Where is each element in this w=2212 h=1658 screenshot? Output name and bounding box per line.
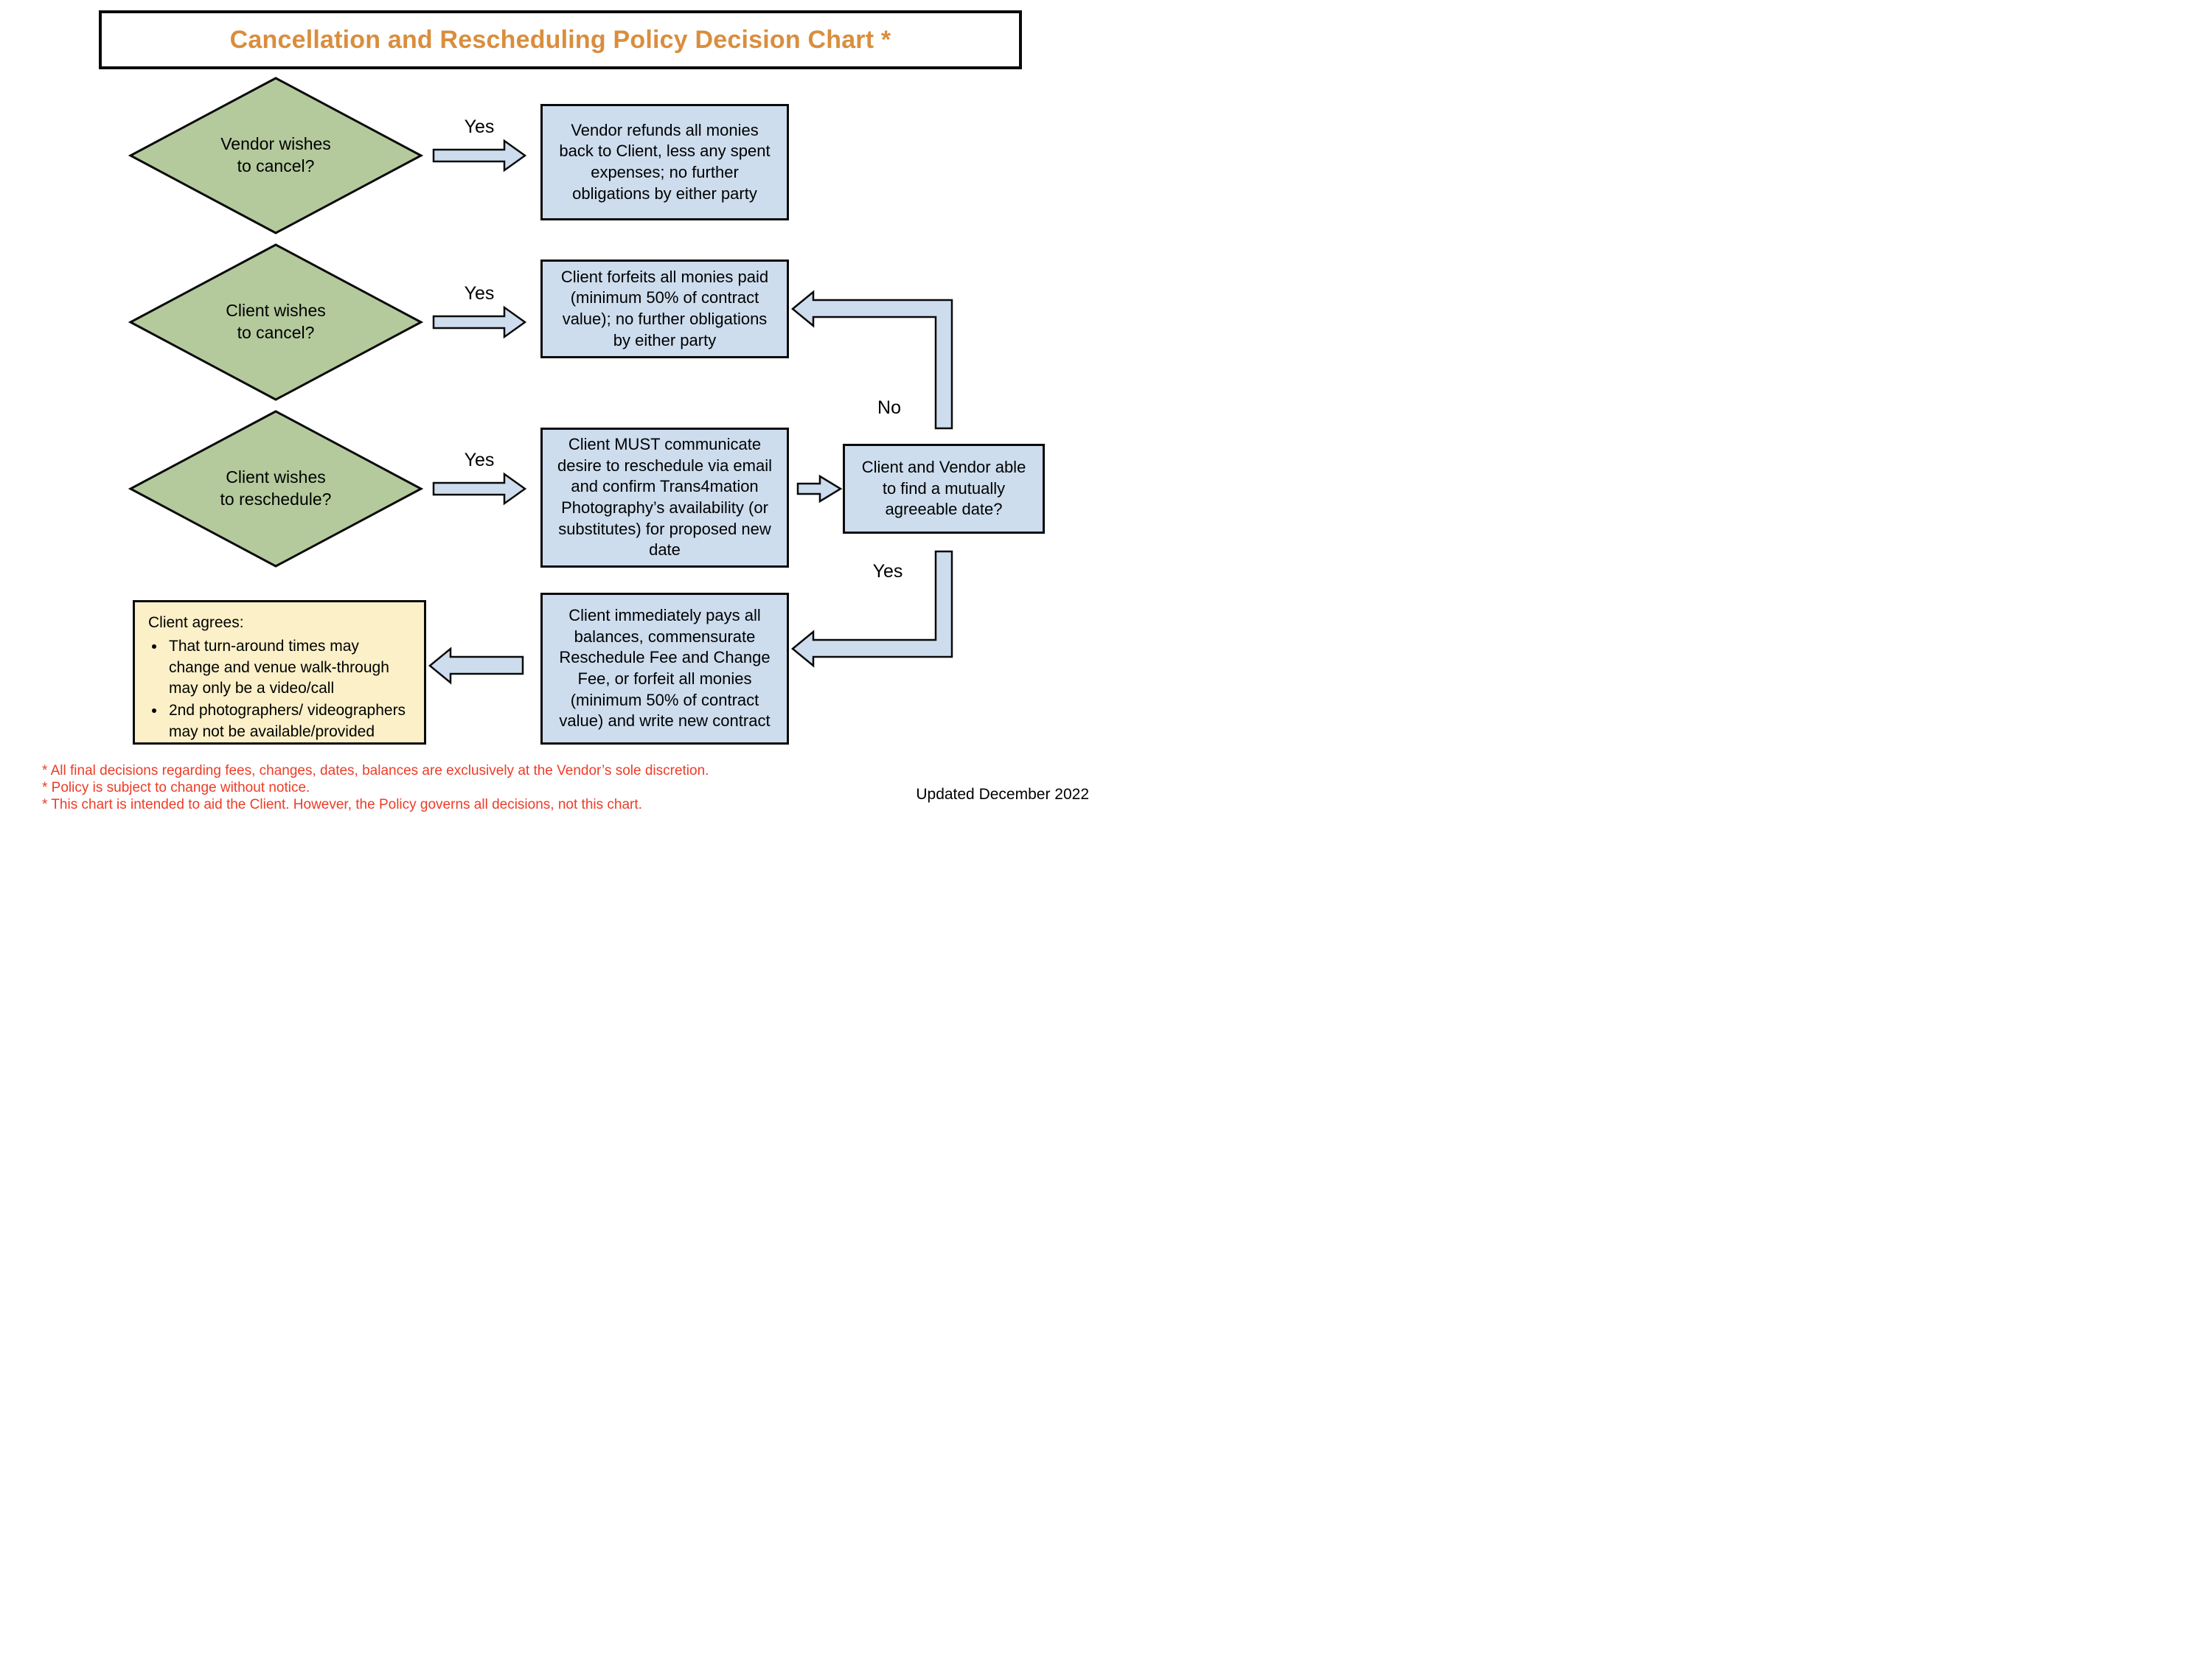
page-title: Cancellation and Rescheduling Policy Dec… [229,25,891,54]
decision-diamond-client-reschedule: Client wishes to reschedule? [128,410,423,568]
client-agrees-item: That turn-around times may change and ve… [166,636,412,699]
arrow-yes-row1 [432,139,527,173]
label-no-branch: No [877,397,901,418]
outcome-box-client-forfeits: Client forfeits all monies paid (minimum… [540,260,789,358]
footnotes: * All final decisions regarding fees, ch… [42,762,709,813]
outcome-box-reschedule-request: Client MUST communicate desire to resche… [540,428,789,568]
connector-layer [428,139,953,685]
label-yes-row2: Yes [464,283,495,304]
label-yes-row3: Yes [464,450,495,470]
arrow-to-client-agrees-box [428,647,524,685]
diamond-shape [128,410,423,568]
decision-diamond-vendor-cancel: Vendor wishes to cancel? [128,77,423,234]
decision-diamond-client-cancel: Client wishes to cancel? [128,243,423,401]
question-box-agreeable-date: Client and Vendor able to find a mutuall… [843,444,1045,534]
chart-title-box: Cancellation and Rescheduling Policy Dec… [99,10,1022,69]
arrow-to-agreeable-date-box [796,474,843,504]
outcome-box-vendor-refunds: Vendor refunds all monies back to Client… [540,104,789,220]
diamond-label: Client wishes to cancel? [226,301,326,342]
footnote-line: * Policy is subject to change without no… [42,780,310,795]
diamond-label: Vendor wishes to cancel? [220,134,331,175]
diamond-label: Client wishes to reschedule? [220,467,332,509]
client-agrees-box: Client agrees: That turn-around times ma… [133,600,426,745]
label-yes-branch: Yes [872,561,903,582]
elbow-arrow-yes-branch [791,550,953,668]
outcome-box-pay-balances: Client immediately pays all balances, co… [540,593,789,745]
elbow-arrow-no-branch [791,290,953,430]
client-agrees-item: 2nd photographers/ videographers may not… [166,700,412,742]
label-yes-row1: Yes [464,116,495,137]
footnote-line: * This chart is intended to aid the Clie… [42,797,642,812]
diamond-shape [128,77,423,234]
updated-date: Updated December 2022 [916,786,1089,803]
flowchart-canvas: Cancellation and Rescheduling Policy Dec… [0,0,1106,829]
client-agrees-heading: Client agrees: [148,614,244,631]
arrow-yes-row3 [432,472,527,506]
client-agrees-list: That turn-around times may change and ve… [148,636,412,742]
arrow-yes-row2 [432,305,527,339]
footnote-line: * All final decisions regarding fees, ch… [42,763,709,779]
diamond-shape [128,243,423,401]
